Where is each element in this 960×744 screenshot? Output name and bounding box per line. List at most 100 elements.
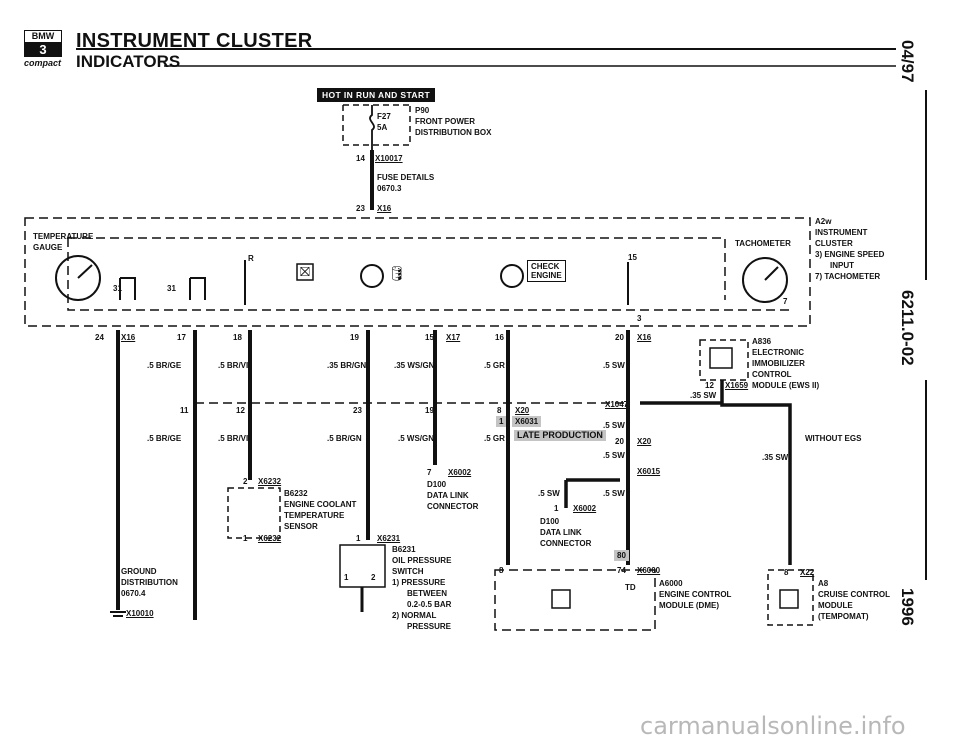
cluster-inner-bus [68,237,726,300]
engine-module-icon [551,589,571,609]
page-subtitle: INDICATORS [76,52,181,71]
conn-x17: X17 [446,333,461,342]
cruise-name-1: CRUISE CONTROL [818,590,890,599]
wire-label-3: .35 BR/GN [327,361,367,370]
pin-16: 16 [495,333,504,342]
check-lamp-circle [500,264,524,288]
oil-id: B6231 [392,545,416,554]
wire-label-1: .5 BR/GE [147,361,182,370]
pin-19: 19 [350,333,359,342]
fuse-rating: 5A [377,123,388,132]
oil-lamp-circle [360,264,384,288]
hot-in-run-start-label: HOT IN RUN AND START [317,88,436,102]
box-name-2: DISTRIBUTION BOX [415,128,492,137]
oil-switch-pos-1: 1 [344,573,349,582]
oil-can-icon: 🛢 [388,265,406,281]
coolant-conn-top: X6232 [258,477,282,486]
ground-name-2: DISTRIBUTION [121,578,178,587]
cluster-note-3b: INPUT [830,261,854,270]
dme-name-2: MODULE (DME) [659,601,719,610]
fuse-details-1: FUSE DETAILS [377,173,435,182]
dme-pin-74: 74 [617,566,626,575]
temp-gauge-needle [77,264,93,279]
cruise-name-3: (TEMPOMAT) [818,612,869,621]
wire-label-13: .5 SW [603,451,625,460]
wire-label-9: .5 BR/GN [327,434,362,443]
engine-module-box [494,569,656,631]
conn-x6015: X6015 [637,467,661,476]
wire-label-7: .5 BR/GE [147,434,182,443]
wire-label-12: .5 SW [603,421,625,430]
datalink1-conn: X6002 [448,468,472,477]
tachometer-label: TACHOMETER [735,239,791,248]
ground-name-3: 0670.4 [121,589,146,598]
pin-8-row2: 8 [497,406,502,415]
cluster-inner-bus-2 [67,238,790,311]
immobilizer-conn: X1659 [725,381,749,390]
pin-23-row2: 23 [353,406,362,415]
check-engine-label-2: ENGINE [531,271,562,280]
datalink1-name-2: CONNECTOR [427,502,479,511]
pin-19-row2: 19 [425,406,434,415]
pin-1-x6031: 1 [496,416,507,427]
without-egs-label: WITHOUT EGS [805,434,862,443]
fuse-f27 [369,105,375,150]
fuse-id: F27 [377,112,391,121]
oil-name-1: OIL PRESSURE [392,556,452,565]
cruise-pin: 8 [784,568,789,577]
fuse-details-2: 0670.3 [377,184,402,193]
conn-x20-b: X20 [637,437,652,446]
watermark: carmanualsonline.info [640,712,906,740]
logo-series: 3 [24,43,62,57]
bmw-3-compact-logo: BMW 3 compact [24,30,68,68]
cruise-box [767,569,814,626]
cruise-icon [779,589,799,609]
immobilizer-name-1: ELECTRONIC [752,348,804,357]
wire-label-14: .35 SW [690,391,717,400]
coolant-name-3: SENSOR [284,522,318,531]
oil-note-1: 1) PRESSURE [392,578,446,587]
dme-name-1: ENGINE CONTROL [659,590,732,599]
wire-data-link [564,478,620,508]
wire-label-16: .5 SW [538,489,560,498]
wire-label-8: .5 BR/VI [218,434,249,443]
ground-name-1: GROUND [121,567,157,576]
coolant-conn-bot: X6232 [258,534,282,543]
conn-x16-left: X16 [121,333,136,342]
tach-needle [764,266,779,281]
conn-x16-right: X16 [637,333,652,342]
pin-23: 23 [356,204,365,213]
box-name-1: FRONT POWER [415,117,475,126]
page-title: INSTRUMENT CLUSTER [76,30,313,52]
cluster-relay-2 [189,277,206,300]
coolant-name-2: TEMPERATURE [284,511,345,520]
dme-td: TD [625,583,636,592]
cruise-id: A8 [818,579,829,588]
conn-x1047: X1047 [605,400,629,409]
wire-label-2: .5 BR/VI [218,361,249,370]
immobilizer-name-3: CONTROL [752,370,792,379]
coolant-pin-top: 2 [243,477,248,486]
wire-label-11: .5 GR [484,434,505,443]
temp-gauge-circle [55,255,101,301]
cluster-name-1: INSTRUMENT [815,228,868,237]
logo-variant: compact [24,58,62,68]
power-box-outline [342,104,411,146]
wire-label-5: .5 GR [484,361,505,370]
pin-31a: 31 [113,284,122,293]
oil-note-5: PRESSURE [407,622,452,631]
datalink1-name-1: DATA LINK [427,491,469,500]
wire-label-10: .5 WS/GN [398,434,435,443]
oil-note-3: 0.2-0.5 BAR [407,600,452,609]
datalink1-id: D100 [427,480,447,489]
check-engine-lamp: CHECK ENGINE [527,260,566,282]
dme-id: A6000 [659,579,683,588]
pin-31b: 31 [167,284,176,293]
temp-gauge-label-1: TEMPERATURE [33,232,94,241]
immobilizer-name-4: MODULE (EWS II) [752,381,820,390]
pin-24: 24 [95,333,104,342]
pin-20-row2: 20 [615,437,624,446]
pin-18: 18 [233,333,242,342]
r-label: R [248,254,254,263]
